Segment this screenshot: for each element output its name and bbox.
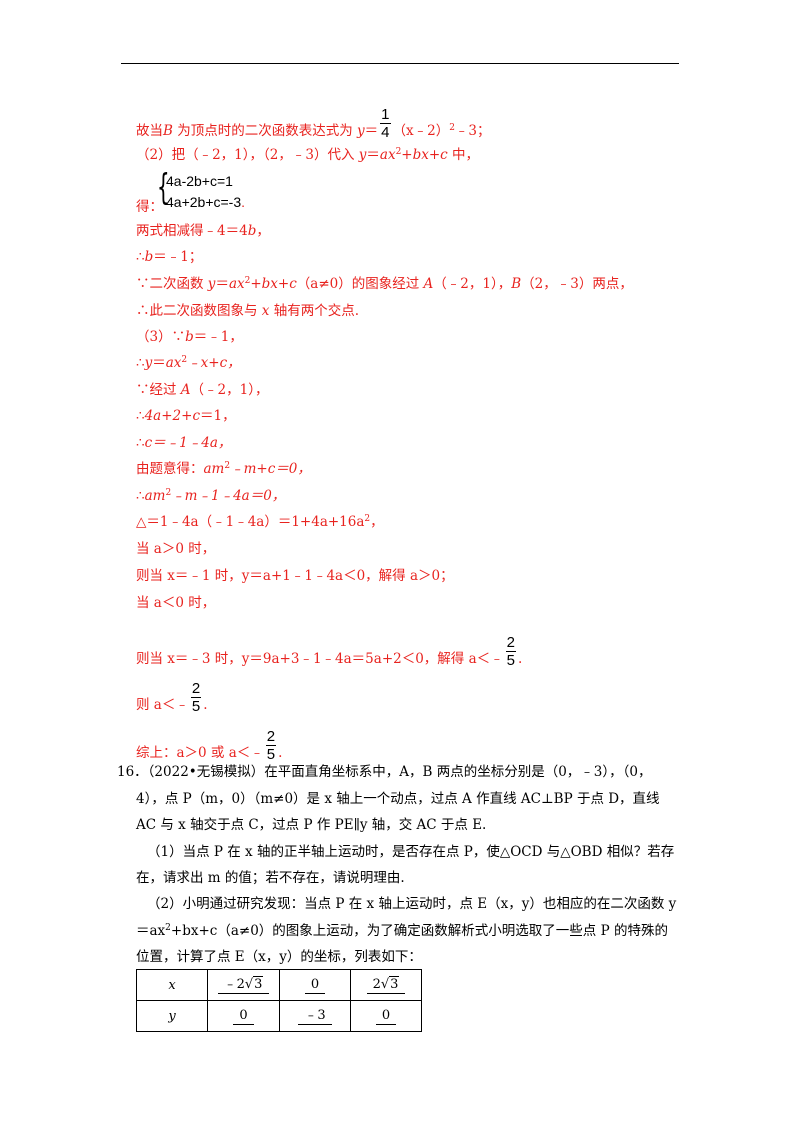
- solution-line-11: ∴4a+2+c＝1，: [136, 408, 236, 424]
- row-label-x: x: [136, 969, 208, 1001]
- cell-x2: 0: [279, 969, 351, 1001]
- header-rule: [121, 63, 679, 64]
- solution-line-18: 当 a＜0 时，: [136, 595, 216, 611]
- solution-line-14: ∴am2﹣m﹣1﹣4a＝0，: [136, 488, 286, 504]
- cell-x1: ﹣2√3: [207, 969, 280, 1001]
- problem-line-5: 在，请求出 m 的值；若不存在，请说明理由.: [136, 870, 405, 886]
- cell-x3: 2√3: [350, 969, 422, 1001]
- solution-line-4: 两式相减得﹣4＝4b，: [136, 223, 270, 239]
- equation-1: 4a-2b+c=1: [166, 173, 233, 189]
- solution-line-13: 由题意得：am2﹣m+c＝0，: [136, 461, 311, 477]
- problem-line-6: （2）小明通过研究发现：当点 P 在 x 轴上运动时，点 E（x，y）也相应的在…: [147, 896, 677, 912]
- cell-y1: 0: [207, 1000, 280, 1032]
- cell-y2: ﹣3: [279, 1000, 351, 1032]
- solution-line-3: 得：: [136, 199, 163, 215]
- solution-line-2: （2）把（﹣2，1），（2，﹣3）代入 y＝ax2+bx+c 中，: [136, 147, 480, 163]
- problem-line-1: 16．（2022•无锡模拟）在平面直角坐标系中，A，B 两点的坐标分别是（0，﹣…: [117, 764, 652, 780]
- problem-line-2: 4），点 P（m，0）（m≠0）是 x 轴上一个动点，过点 A 作直线 AC⊥B…: [136, 791, 660, 807]
- solution-line-16: 当 a＞0 时，: [136, 541, 216, 557]
- solution-line-10: ∵经过 A（﹣2，1），: [136, 382, 269, 398]
- solution-line-9: ∴y＝ax2﹣x+c，: [136, 355, 241, 371]
- solution-line-6: ∵二次函数 y＝ax2+bx+c（a≠0）的图象经过 A（﹣2，1），B（2，﹣…: [136, 276, 633, 292]
- equation-system: 4a-2b+c=1 4a+2b+c=-3.: [166, 171, 245, 213]
- problem-line-8: 位置，计算了点 E（x，y）的坐标，列表如下：: [136, 949, 422, 965]
- solution-line-5: ∴b＝﹣1；: [136, 249, 203, 265]
- value-table: x ﹣2√3 0 2√3 y 0 ﹣3 0: [136, 969, 422, 1032]
- problem-line-7: ＝ax2+bx+c（a≠0）的图象上运动，为了确定函数解析式小明选取了一些点 P…: [136, 923, 668, 939]
- solution-line-15: △＝1﹣4a（﹣1﹣4a）＝1+4a+16a2，: [136, 514, 384, 530]
- system-brace: {: [157, 167, 170, 208]
- solution-line-8: （3）∵b＝﹣1，: [136, 329, 243, 345]
- solution-line-12: ∴c＝﹣1﹣4a，: [136, 435, 232, 451]
- solution-line-17: 则当 x＝﹣1 时，y＝a+1﹣1﹣4a＜0，解得 a＞0；: [136, 568, 454, 584]
- problem-line-4: （1）当点 P 在 x 轴的正半轴上运动时，是否存在点 P，使△OCD 与△OB…: [147, 844, 675, 860]
- solution-line-7: ∴此二次函数图象与 x 轴有两个交点.: [136, 303, 360, 319]
- table-row: x ﹣2√3 0 2√3: [136, 969, 422, 1001]
- cell-y3: 0: [350, 1000, 422, 1032]
- table-row: y 0 ﹣3 0: [136, 1000, 422, 1032]
- problem-line-3: AC 与 x 轴交于点 C，过点 P 作 PE∥y 轴，交 AC 于点 E.: [136, 817, 487, 833]
- equation-2: 4a+2b+c=-3.: [166, 194, 246, 210]
- row-label-y: y: [136, 1000, 208, 1032]
